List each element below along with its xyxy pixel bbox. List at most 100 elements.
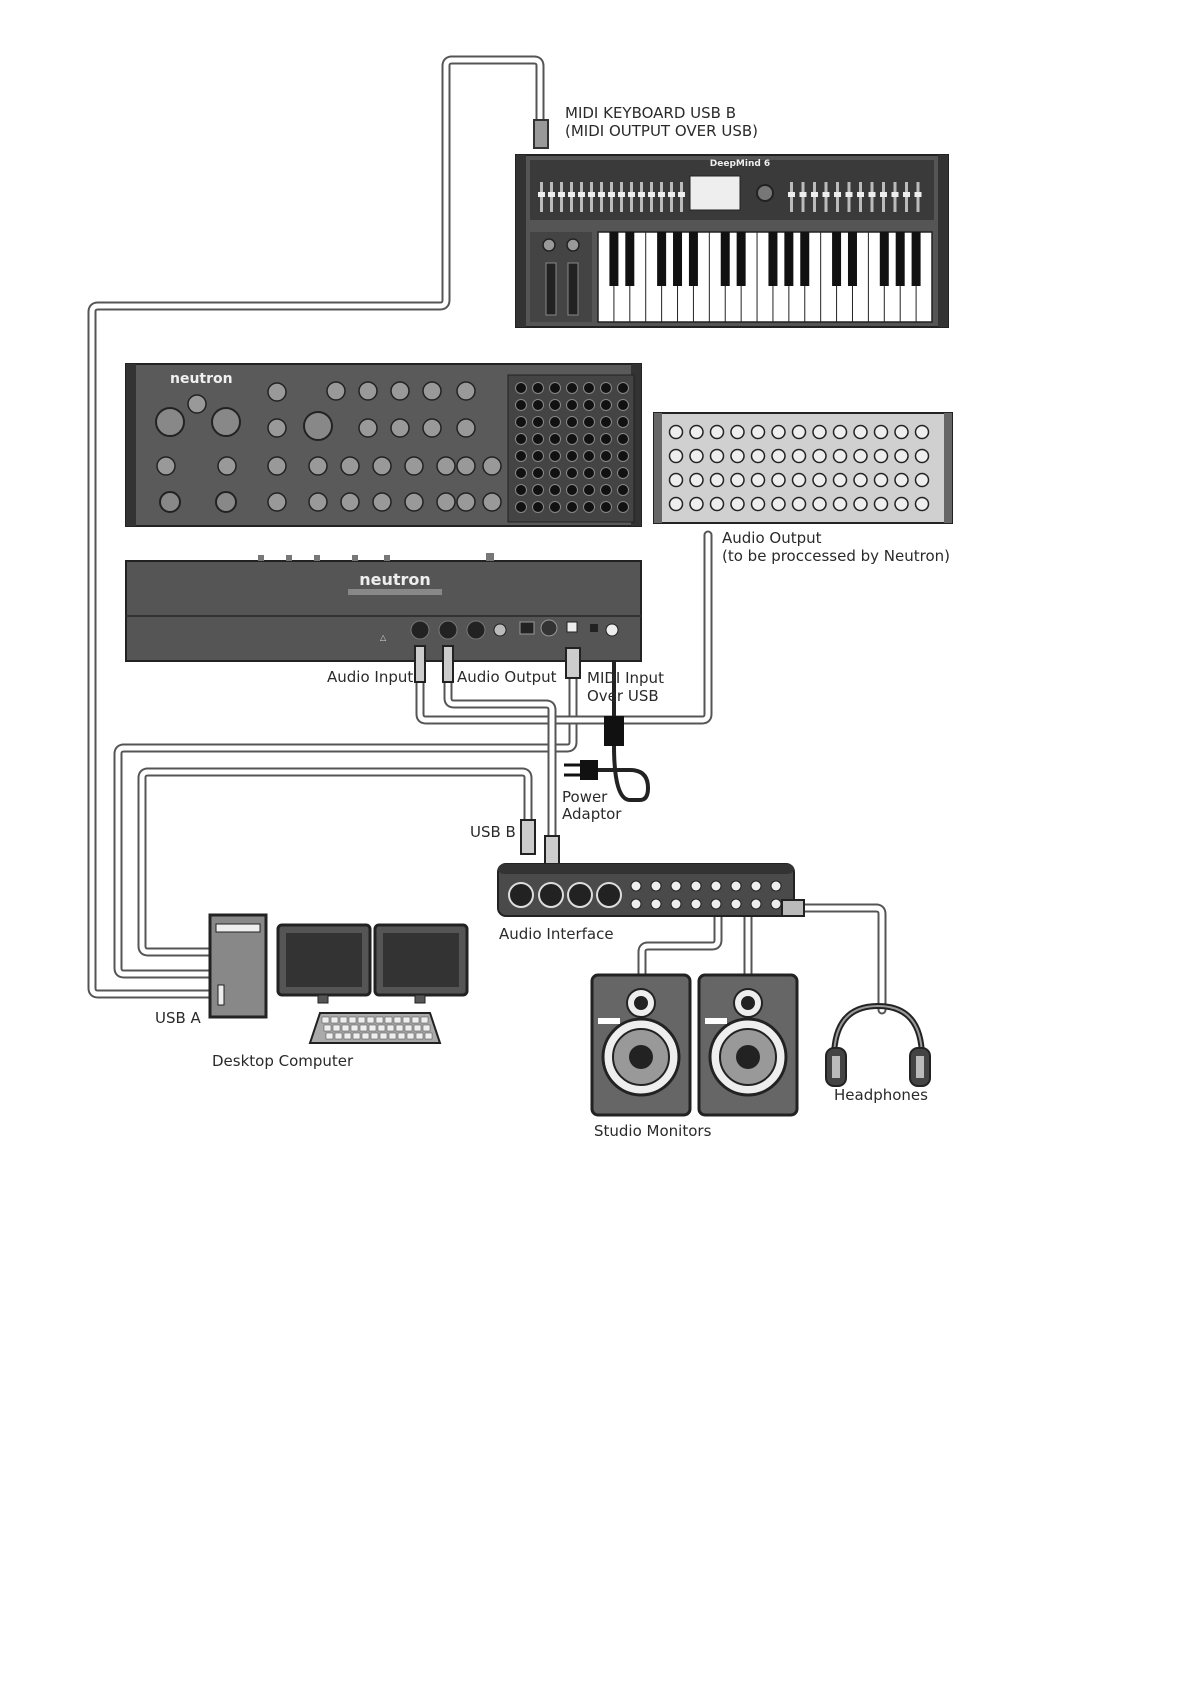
neutron-knob	[437, 457, 455, 475]
label-audio-output-line2: (to be proccessed by Neutron)	[722, 547, 950, 565]
black-key	[912, 232, 921, 286]
neutron-logo: neutron	[170, 371, 233, 387]
patch-jack	[618, 383, 629, 394]
patch-jack	[601, 502, 612, 513]
audio-interface	[498, 820, 804, 916]
computer-key	[398, 1033, 405, 1039]
headphones-icon	[826, 1006, 930, 1086]
patch-jack	[516, 400, 527, 411]
cable-interface-to-left-monitor	[642, 910, 718, 975]
computer-key	[387, 1025, 394, 1031]
module-knob	[854, 426, 867, 439]
neutron-knob-large	[156, 408, 184, 436]
module-knob	[916, 426, 929, 439]
module-knob	[690, 474, 703, 487]
module-knob	[772, 450, 785, 463]
slider-cap	[869, 192, 876, 197]
neutron-knob	[359, 382, 377, 400]
interface-knob	[651, 881, 661, 891]
slider-cap	[548, 192, 555, 197]
power-plug	[580, 760, 598, 780]
patch-jack	[584, 451, 595, 462]
computer-key	[344, 1033, 351, 1039]
module-knob	[793, 474, 806, 487]
patch-jack	[567, 434, 578, 445]
patch-jack	[618, 468, 629, 479]
neutron-knob	[483, 457, 501, 475]
module-knob	[834, 426, 847, 439]
headphone-plug	[782, 900, 804, 916]
patch-jack	[618, 502, 629, 513]
power-switch	[590, 624, 598, 632]
neutron-knob-large	[160, 492, 180, 512]
computer-key	[416, 1033, 423, 1039]
neutron-knob	[309, 457, 327, 475]
black-key	[800, 232, 809, 286]
computer-key	[407, 1033, 414, 1039]
interface-knob	[751, 899, 761, 909]
patch-jack	[601, 485, 612, 496]
module-knob	[670, 450, 683, 463]
computer-key	[405, 1025, 412, 1031]
computer-key	[403, 1017, 410, 1023]
synth-module	[654, 413, 952, 523]
black-key	[848, 232, 857, 286]
module-knob	[916, 474, 929, 487]
patch-jack	[516, 434, 527, 445]
module-knob	[895, 426, 908, 439]
patch-jack	[550, 417, 561, 428]
slider-cap	[903, 192, 910, 197]
patch-jack	[601, 451, 612, 462]
module-knob	[834, 498, 847, 511]
volume-knob	[494, 624, 506, 636]
module-knob	[834, 450, 847, 463]
neutron-knob	[341, 457, 359, 475]
audio-output-plug	[443, 646, 453, 682]
patch-jack	[516, 383, 527, 394]
patch-jack	[533, 383, 544, 394]
neutron-knob	[268, 493, 286, 511]
module-knob	[895, 498, 908, 511]
computer-key	[414, 1025, 421, 1031]
patch-jack	[567, 451, 578, 462]
module-knob	[793, 450, 806, 463]
label-studio-monitors: Studio Monitors	[594, 1122, 712, 1140]
computer-key	[353, 1033, 360, 1039]
computer-key	[351, 1025, 358, 1031]
slider-cap	[846, 192, 853, 197]
patch-jack	[567, 417, 578, 428]
phones-jack	[467, 621, 485, 639]
neutron-knob	[309, 493, 327, 511]
patch-jack	[533, 485, 544, 496]
neutron-knob	[268, 457, 286, 475]
module-knob	[670, 426, 683, 439]
module-knob	[875, 450, 888, 463]
module-knob	[772, 474, 785, 487]
keyboard-knob	[543, 239, 555, 251]
black-key	[768, 232, 777, 286]
module-knob	[875, 474, 888, 487]
neutron-knob	[268, 383, 286, 401]
midi-din-port	[541, 620, 557, 636]
usb-plug	[566, 648, 580, 678]
neutron-knob	[359, 419, 377, 437]
computer-key	[367, 1017, 374, 1023]
label-power-line1: Power	[562, 788, 608, 806]
neutron-plugs	[415, 646, 624, 780]
label-usb-b: USB B	[470, 823, 516, 841]
module-knob	[690, 426, 703, 439]
patch-jack	[567, 468, 578, 479]
patch-jack	[584, 400, 595, 411]
slider-cap	[558, 192, 565, 197]
module-knob	[813, 474, 826, 487]
label-audio-input: Audio Input	[327, 668, 413, 686]
computer-key	[385, 1017, 392, 1023]
interface-knob	[631, 881, 641, 891]
studio-monitor-left	[592, 975, 690, 1115]
patch-jack	[550, 400, 561, 411]
computer-key	[333, 1025, 340, 1031]
midi-keyboard: DeepMind 6	[516, 120, 948, 327]
patch-jack	[516, 468, 527, 479]
neutron-knob	[391, 382, 409, 400]
